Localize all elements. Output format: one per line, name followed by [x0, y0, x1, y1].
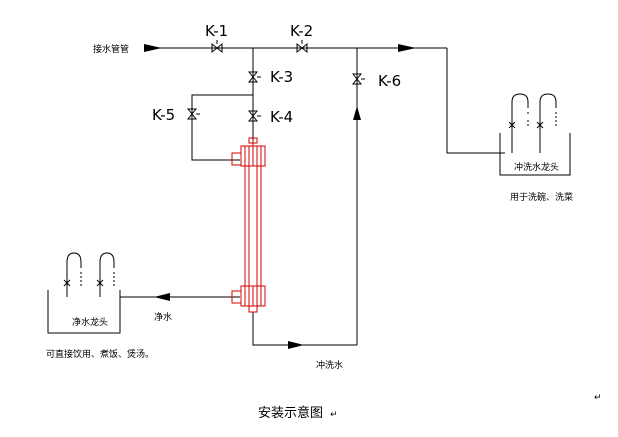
arrow-k6-up [353, 106, 361, 120]
pipe-network [120, 47, 505, 346]
valve-k3[interactable] [247, 71, 261, 83]
pure-use-label: 可直接饮用、煮饭、煲汤。 [46, 348, 154, 360]
clean-faucet-right [539, 93, 557, 153]
valve-k4-label: K-4 [270, 108, 293, 126]
clean-basin [499, 133, 571, 176]
valve-k1-label: K-1 [205, 22, 228, 40]
arrow-inlet [144, 44, 162, 52]
paragraph-mark-icon: ↵ [330, 410, 338, 420]
pure-faucet-unit [47, 252, 121, 334]
pipe-to-clean-faucet [446, 48, 505, 154]
pure-faucet-right [99, 252, 115, 297]
arrow-pure [154, 293, 170, 301]
clean-faucet-left [511, 93, 529, 153]
valve-k6-label: K-6 [378, 72, 401, 90]
membrane-module [231, 137, 266, 313]
arrow-flush [288, 341, 304, 349]
clean-use-label: 用于洗碗、洗菜 [510, 191, 573, 203]
valve-k2[interactable] [296, 40, 308, 54]
flow-arrows [144, 44, 416, 349]
valve-k2-label: K-2 [290, 22, 313, 40]
valve-k5[interactable] [186, 108, 200, 120]
bypass-pipe [191, 94, 253, 161]
inlet-label: 接水管管 [93, 43, 129, 55]
arrow-outlet [398, 44, 416, 52]
pure-water-label: 净水 [154, 311, 172, 323]
clean-faucet-label: 冲洗水龙头 [514, 161, 559, 173]
valve-k6[interactable] [351, 73, 365, 85]
diagram-caption: 安装示意图 [258, 405, 323, 421]
pure-faucet-label: 净水龙头 [72, 316, 108, 328]
pure-basin [47, 290, 121, 334]
valve-k1[interactable] [211, 40, 223, 54]
pipe-membrane-bottom [252, 312, 357, 346]
flush-water-label: 冲洗水 [316, 359, 343, 371]
clean-faucet-unit [499, 93, 571, 176]
paragraph-mark-icon-right: ↵ [594, 393, 602, 403]
valve-k3-label: K-3 [270, 68, 293, 86]
valve-k4[interactable] [247, 110, 261, 122]
valve-k5-label: K-5 [152, 106, 175, 124]
pure-faucet-left [66, 252, 82, 297]
